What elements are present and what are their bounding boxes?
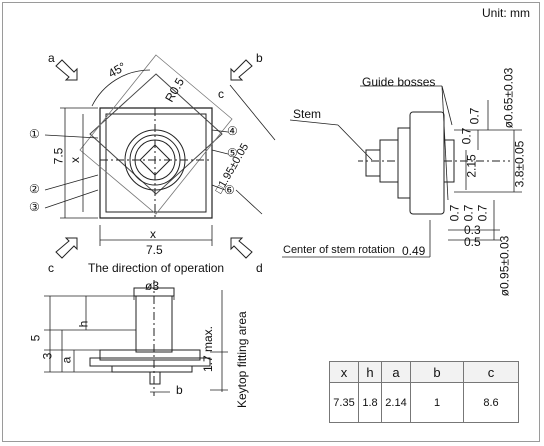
spec-header-h: h xyxy=(358,361,382,383)
label-direction: The direction of operation xyxy=(88,261,225,275)
unit-label: Unit: mm xyxy=(482,6,530,20)
label-d38: 3.8±0.05 xyxy=(512,140,527,188)
label-d049: 0.49 xyxy=(402,244,426,258)
label-dir-d: d xyxy=(256,261,263,275)
drawing-frame xyxy=(2,2,540,442)
label-max17: 1.7 max. xyxy=(201,325,215,372)
spec-table-header: x h a b c xyxy=(329,361,519,383)
label-five: 5 xyxy=(28,334,43,342)
label-d07c: 0.7 xyxy=(447,204,462,222)
label-circle-2: ② xyxy=(29,182,40,196)
label-circle-5: ⑤ xyxy=(227,146,238,160)
spec-value-a: 2.14 xyxy=(381,382,411,423)
label-d095: ø0.95±0.03 xyxy=(497,235,512,297)
label-x-dim: x xyxy=(150,227,156,241)
spec-value-b: 1 xyxy=(410,382,464,423)
label-d03: 0.3 xyxy=(464,223,481,237)
spec-value-h: 1.8 xyxy=(358,382,382,423)
label-circle-3: ③ xyxy=(29,200,40,214)
spec-header-a: a xyxy=(381,361,411,383)
spec-value-c: 8.6 xyxy=(463,382,519,423)
label-phi3: ø3 xyxy=(145,279,160,293)
label-dir-a: a xyxy=(48,51,55,65)
label-d07b: 0.7 xyxy=(459,127,474,145)
top-view-body xyxy=(79,54,233,219)
spec-header-b: b xyxy=(410,361,464,383)
label-guide-bosses: Guide bosses xyxy=(362,75,436,89)
label-circle-6: ⑥ xyxy=(224,183,235,197)
spec-value-x: 7.35 xyxy=(329,382,359,423)
label-stem: Stem xyxy=(293,107,322,121)
spec-header-x: x xyxy=(329,361,359,383)
front-view xyxy=(89,280,211,396)
label-d07d: 0.7 xyxy=(461,204,476,222)
label-x-width: 7.5 xyxy=(146,243,163,257)
label-c-dim: c xyxy=(218,87,224,101)
direction-arrows xyxy=(55,59,253,259)
spec-table-row: 7.35 1.8 2.14 1 8.6 xyxy=(329,382,519,423)
side-view xyxy=(358,111,510,215)
label-d07e: 0.7 xyxy=(475,204,490,222)
spec-header-c: c xyxy=(463,361,519,383)
label-d065: ø0.65±0.03 xyxy=(501,67,516,129)
label-dir-b: b xyxy=(256,51,263,65)
label-circle-4: ④ xyxy=(227,124,238,138)
label-y-dim: 7.5 xyxy=(51,147,66,165)
label-circle-1: ① xyxy=(29,127,40,141)
label-three: 3 xyxy=(40,352,55,360)
label-d215: 2.15 xyxy=(464,154,479,178)
label-d05: 0.5 xyxy=(464,235,481,249)
label-center-rot: Center of stem rotation xyxy=(283,244,395,256)
label-y-x: x xyxy=(68,157,82,163)
label-b: b xyxy=(176,383,183,397)
label-d07a: 0.7 xyxy=(467,107,482,125)
label-keytop: Keytop fitting area xyxy=(235,311,249,408)
spec-table: x h a b c 7.35 1.8 2.14 1 8.6 xyxy=(329,361,519,423)
label-a: a xyxy=(59,356,74,364)
label-dir-c: c xyxy=(48,261,54,275)
label-h: h xyxy=(76,320,91,328)
